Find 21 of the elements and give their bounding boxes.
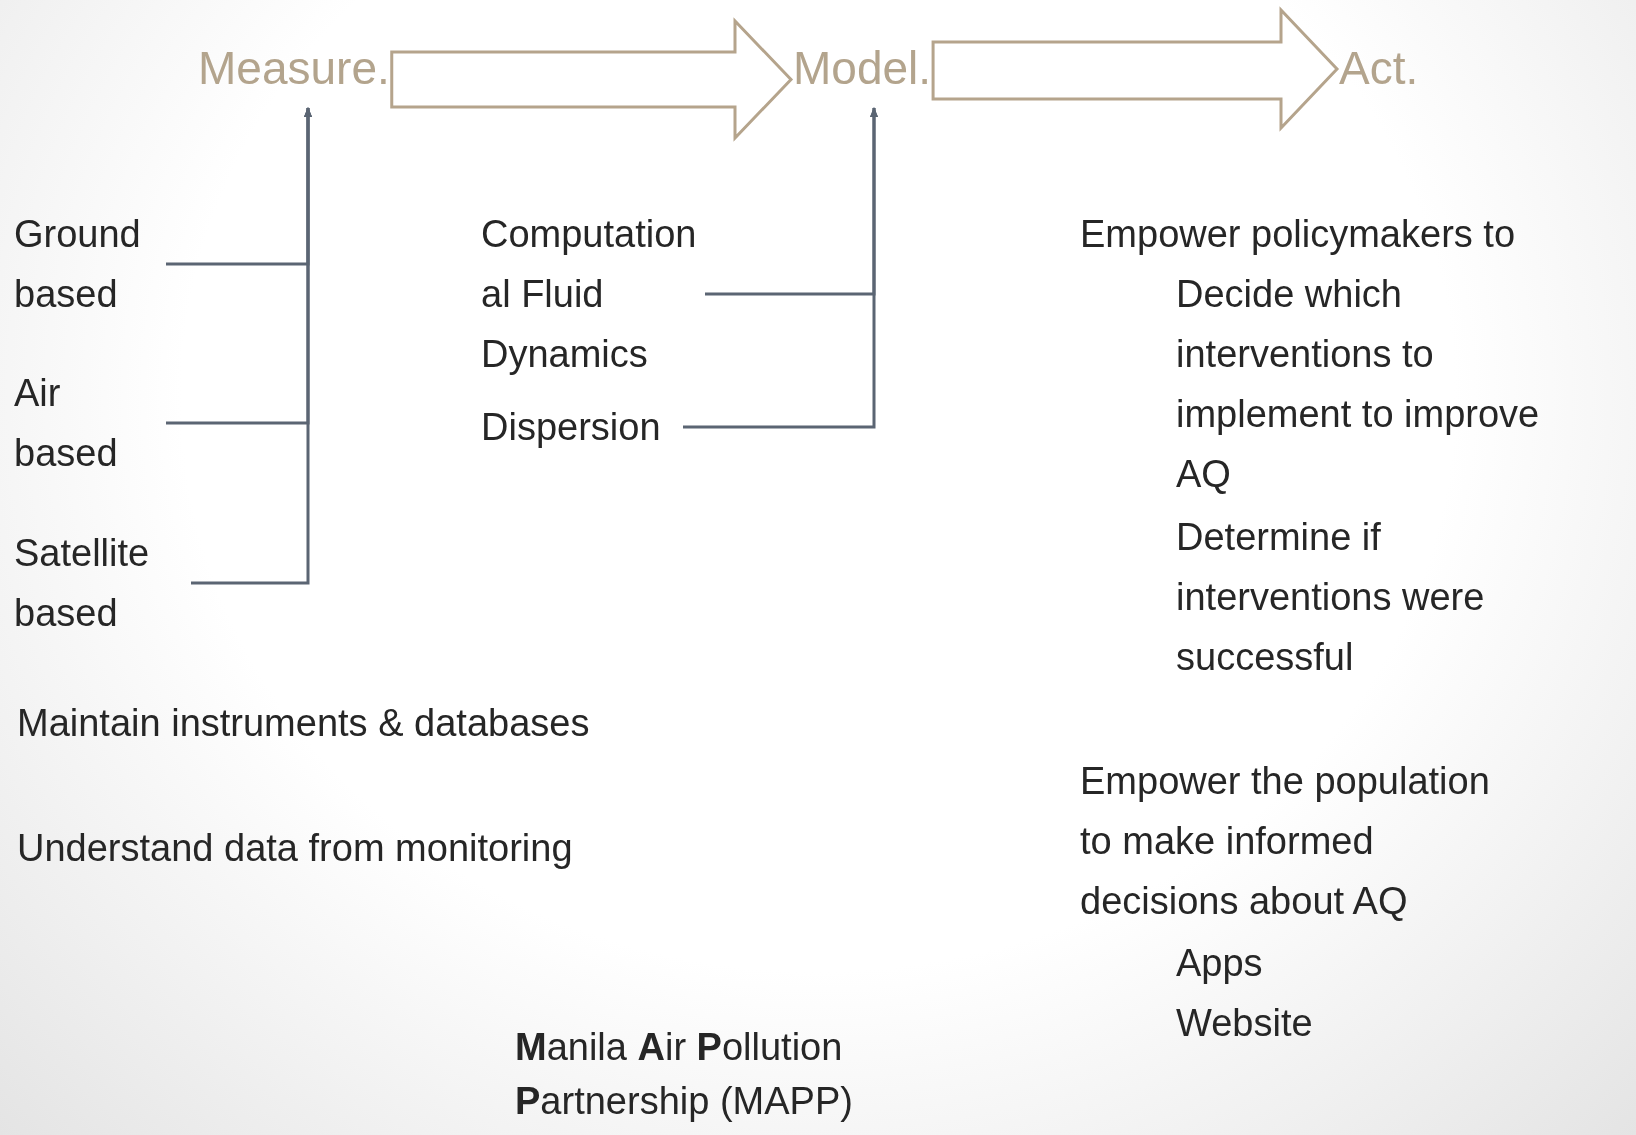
block-arrow [931,6,1340,132]
arrow [191,107,312,585]
item-text: Dispersion [481,405,662,450]
block-arrow [390,17,794,142]
paragraph-text: Empower the population to make informed decisions about AQ [1080,759,1491,924]
caption-text: Manila Air Pollution Partnership (MAPP) [515,1025,854,1124]
bullet-text: Apps [1176,941,1263,986]
bullet-text: Website [1176,1001,1313,1046]
item-text: Satellite based [14,531,151,636]
heading-text: Act. [1339,41,1419,96]
heading-text: Measure. [198,41,390,96]
heading-text: Model. [793,41,932,96]
item-text: Air based [14,371,119,476]
item-text: Ground based [14,212,142,317]
bullet-text: Determine if interventions were successful [1176,515,1486,680]
paragraph-text: Maintain instruments & databases [17,701,590,746]
paragraph-text: Empower policymakers to [1080,212,1516,257]
item-text: Computational Fluid Dynamics [481,212,698,377]
arrow [683,107,878,429]
bullet-text: Decide which interventions to implement to improve AQ [1176,272,1541,497]
paragraph-text: Understand data from monitoring [17,826,573,871]
